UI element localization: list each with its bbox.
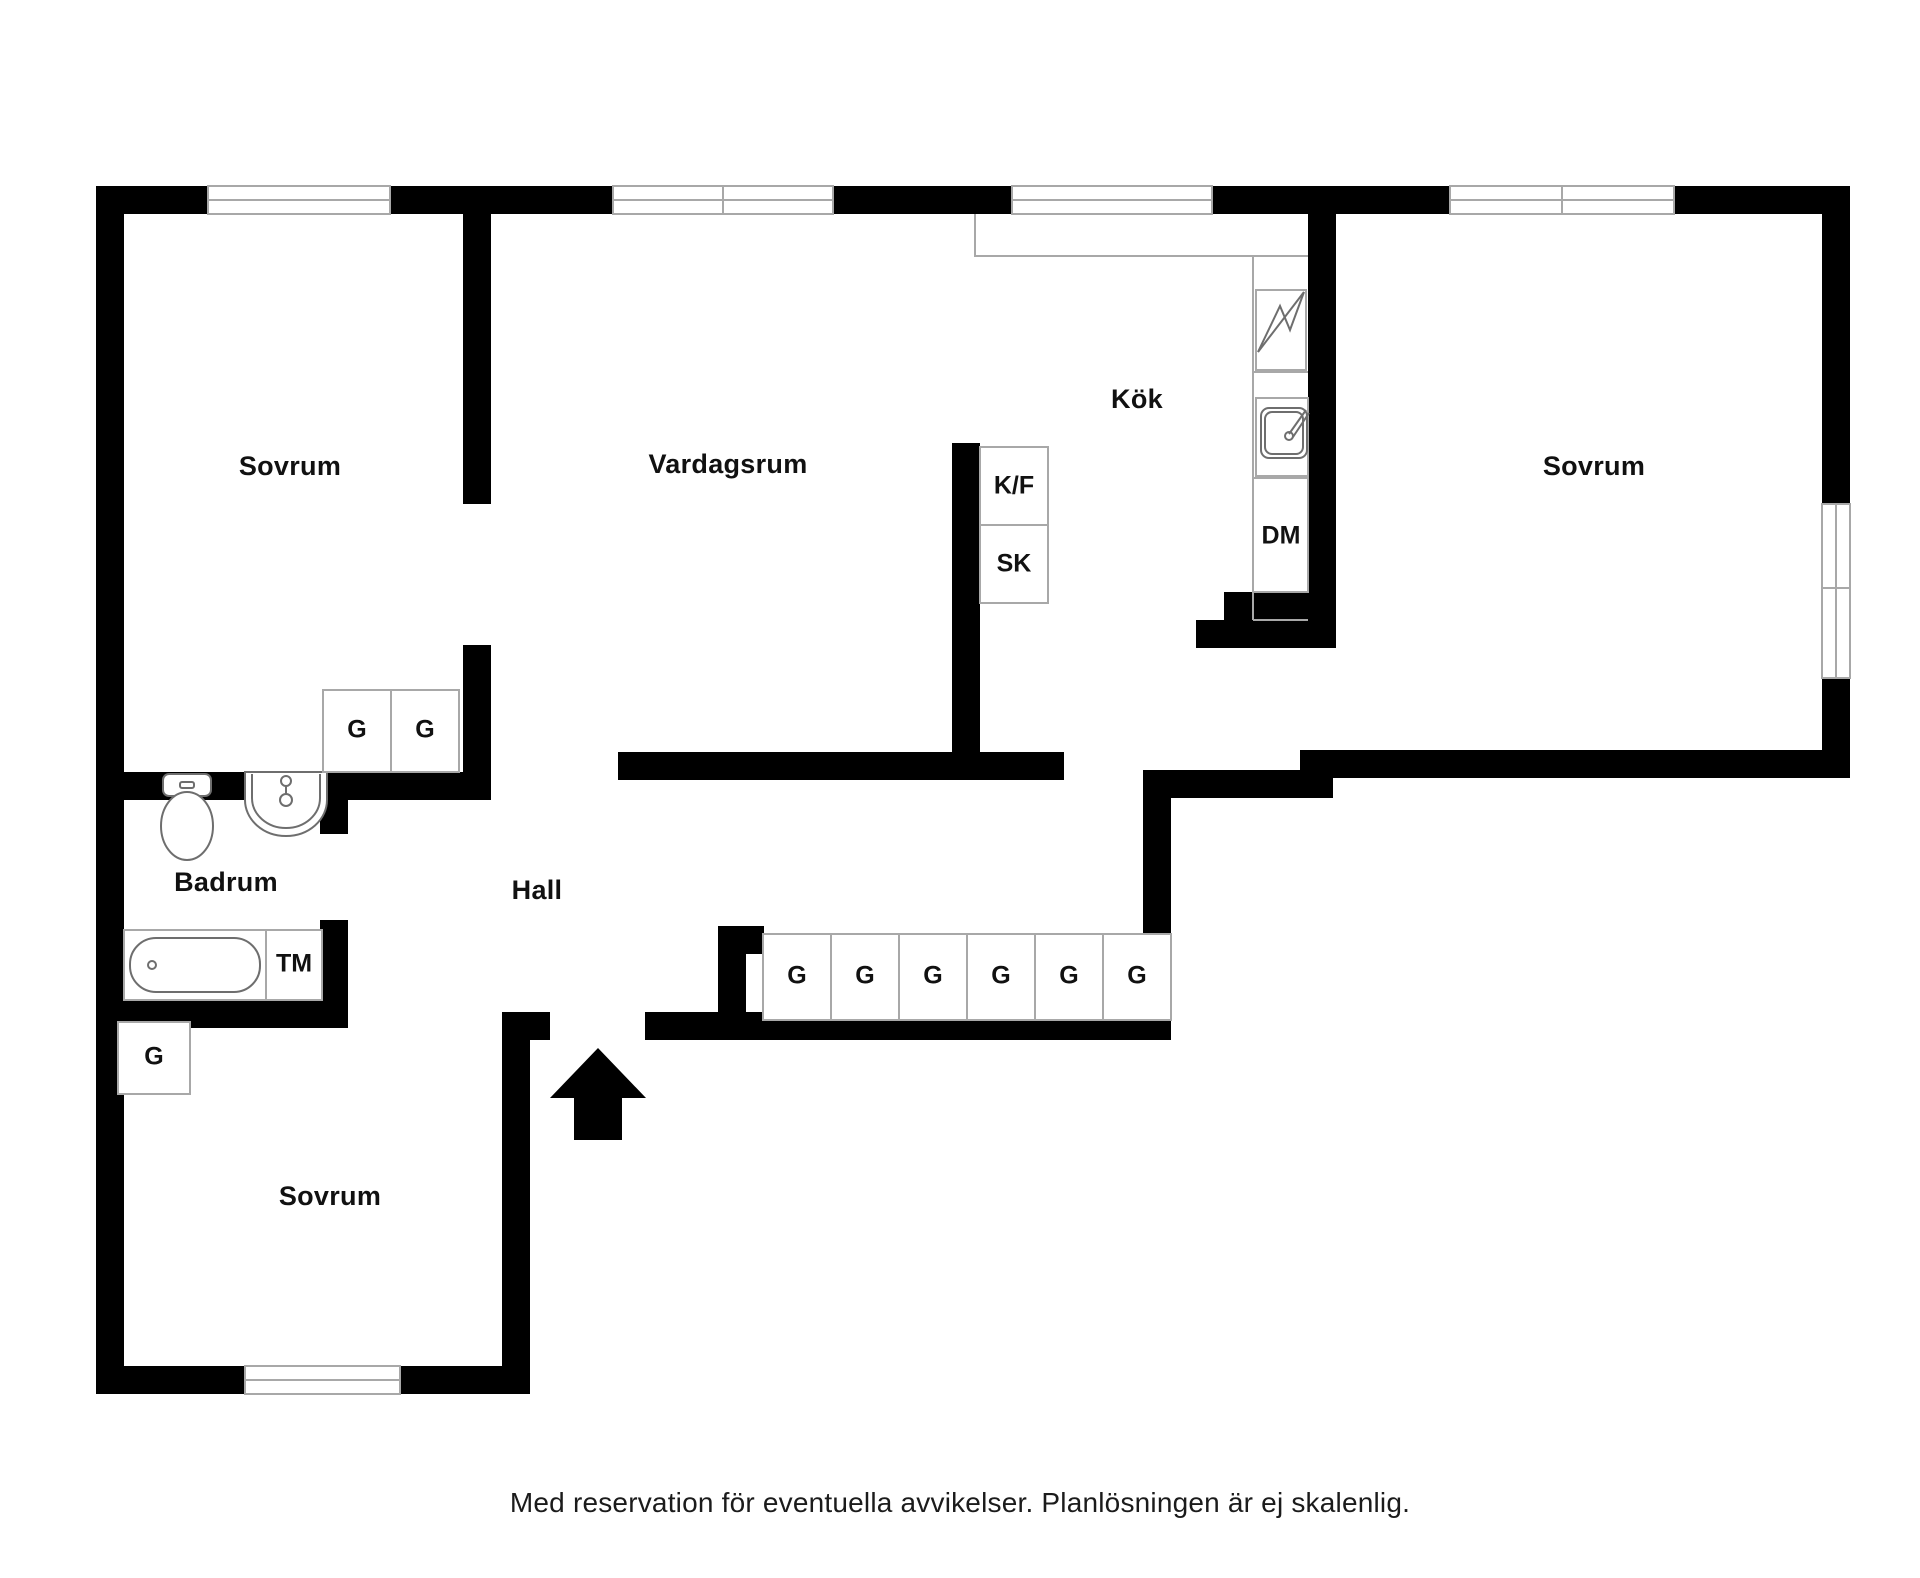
closet-g-sw-1-box (117, 1021, 191, 1095)
window-top-4 (1011, 185, 1213, 215)
closet-g-nw-2-box (390, 689, 460, 773)
windows-layer (207, 185, 1851, 1395)
window-top-2 (612, 185, 724, 215)
wall-sk-right (980, 752, 1064, 780)
wall-hall-closet-left-v (718, 926, 746, 1018)
room-label-vardagsrum: Vardagsrum (648, 449, 807, 479)
appliance-label-tm: TM (276, 950, 312, 978)
closet-label-g-hall-4: G (991, 962, 1010, 990)
closet-label-g-sw-1: G (144, 1043, 163, 1071)
dishwasher-icon (1252, 477, 1309, 593)
wall-hall-door-head (502, 1012, 550, 1040)
wall-badrum-right (320, 920, 348, 1000)
wall-nw-bedroom-right-upper (463, 186, 491, 504)
closet-label-kf: K/F (994, 472, 1034, 500)
wall-sw-bedroom-right (502, 1012, 530, 1394)
wall-right-exterior-upper (1822, 186, 1850, 504)
walls-layer (96, 186, 1850, 1394)
room-label-sovrum-nw: Sovrum (239, 451, 341, 481)
window-top-5 (1449, 185, 1563, 215)
window-top-3 (722, 185, 834, 215)
window-right-1 (1821, 503, 1851, 589)
closet-g-hall-2-box (830, 933, 900, 1021)
wall-top-e (1674, 186, 1824, 214)
toilet-icon (160, 773, 214, 861)
wall-vardagsrum-right (952, 443, 980, 780)
wall-ne-stub (1308, 592, 1336, 648)
bathtub-icon (123, 929, 267, 1001)
washbasin-icon (244, 771, 328, 837)
closet-g-hall-4-box (966, 933, 1036, 1021)
labels-layer: Sovrum Vardagsrum Kök Sovrum Badrum Hall… (144, 384, 1645, 1211)
closet-label-g-hall-6: G (1127, 962, 1146, 990)
closet-label-g-hall-3: G (923, 962, 942, 990)
wall-hall-right-top (1143, 770, 1333, 798)
closet-g-nw-1-box (322, 689, 392, 773)
stove-icon (1255, 289, 1307, 371)
kitchen-sink-icon (1255, 397, 1310, 477)
closet-label-g-nw-1: G (347, 716, 366, 744)
closet-label-g-nw-2: G (415, 716, 434, 744)
wall-vardagsrum-bottom (618, 752, 975, 780)
window-right-2 (1821, 587, 1851, 679)
window-bottom-1 (244, 1365, 401, 1395)
wall-nw-bedroom-right-lower (463, 645, 491, 772)
room-label-sovrum-ne: Sovrum (1543, 451, 1645, 481)
room-label-hall: Hall (512, 875, 563, 905)
wall-top-b (390, 186, 613, 214)
closet-label-g-hall-2: G (855, 962, 874, 990)
window-top-1 (207, 185, 391, 215)
wall-kitchen-ne-divider (1308, 186, 1336, 620)
room-label-sovrum-sw: Sovrum (279, 1181, 381, 1211)
closet-g-hall-5-box (1034, 933, 1104, 1021)
closet-label-sk: SK (997, 550, 1032, 578)
closet-kf-box (979, 446, 1049, 526)
closet-g-hall-6-box (1102, 933, 1172, 1021)
appliance-label-dm: DM (1262, 522, 1301, 550)
wall-bottom-sw-a (96, 1366, 245, 1394)
wall-ne-bedroom-bottom (1300, 750, 1822, 778)
closet-sk-box (979, 524, 1049, 604)
entrance-arrow-icon (550, 1048, 646, 1140)
room-label-kok: Kök (1111, 384, 1164, 414)
closet-g-hall-1-box (762, 933, 832, 1021)
window-top-6 (1561, 185, 1675, 215)
wall-top-c (833, 186, 1012, 214)
storage-boxes-layer (117, 446, 1172, 1095)
disclaimer-caption: Med reservation för eventuella avvikelse… (509, 1487, 1411, 1518)
washing-machine-icon (265, 929, 323, 1001)
closet-label-g-hall-5: G (1059, 962, 1078, 990)
room-label-badrum: Badrum (174, 867, 278, 897)
closet-label-g-hall-1: G (787, 962, 806, 990)
